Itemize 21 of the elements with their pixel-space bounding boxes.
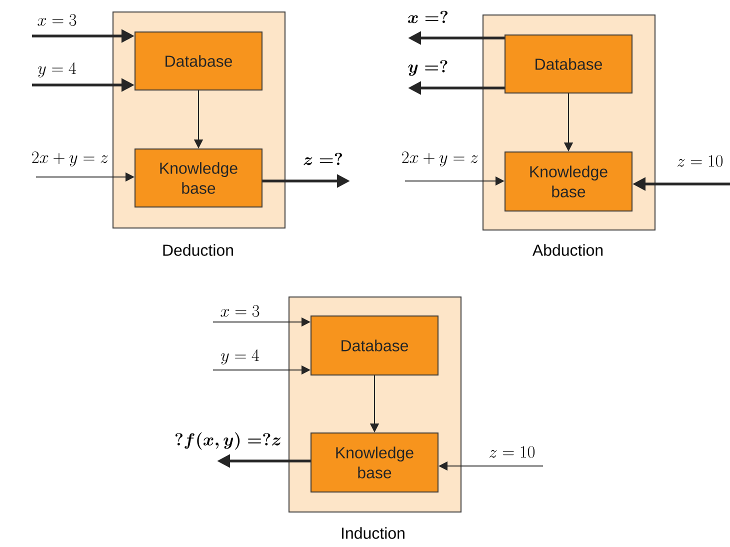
edge-label: $x = 3$ [220, 305, 260, 317]
edge-label: $z = ?$ [304, 152, 342, 166]
edge-label: $x = 3$ [38, 14, 76, 26]
edge-label: $y = ?$ [408, 60, 448, 76]
edge-label: $?f(x, y) = ?z$ [175, 432, 281, 450]
process-box: Knowledge base [504, 152, 632, 212]
process-box: Database [504, 34, 632, 94]
process-box: Database [134, 32, 262, 90]
edge-label: $2x + y = z$ [402, 151, 478, 166]
edge-label: $z = 10$ [677, 155, 723, 167]
panel-caption: Deduction [163, 244, 233, 256]
panel-caption: Abduction [532, 244, 603, 256]
edge-label: $x = ?$ [408, 10, 448, 24]
edge-label: $y = 4$ [221, 349, 260, 364]
process-box: Knowledge base [310, 432, 438, 492]
process-box: Knowledge base [134, 148, 262, 208]
panel-caption: Induction [342, 527, 404, 539]
edge-label: $z = 10$ [489, 446, 535, 458]
edge-label: $2x + y = z$ [32, 151, 108, 166]
edge-label: $y = 4$ [38, 62, 76, 78]
process-box: Database [310, 316, 438, 376]
